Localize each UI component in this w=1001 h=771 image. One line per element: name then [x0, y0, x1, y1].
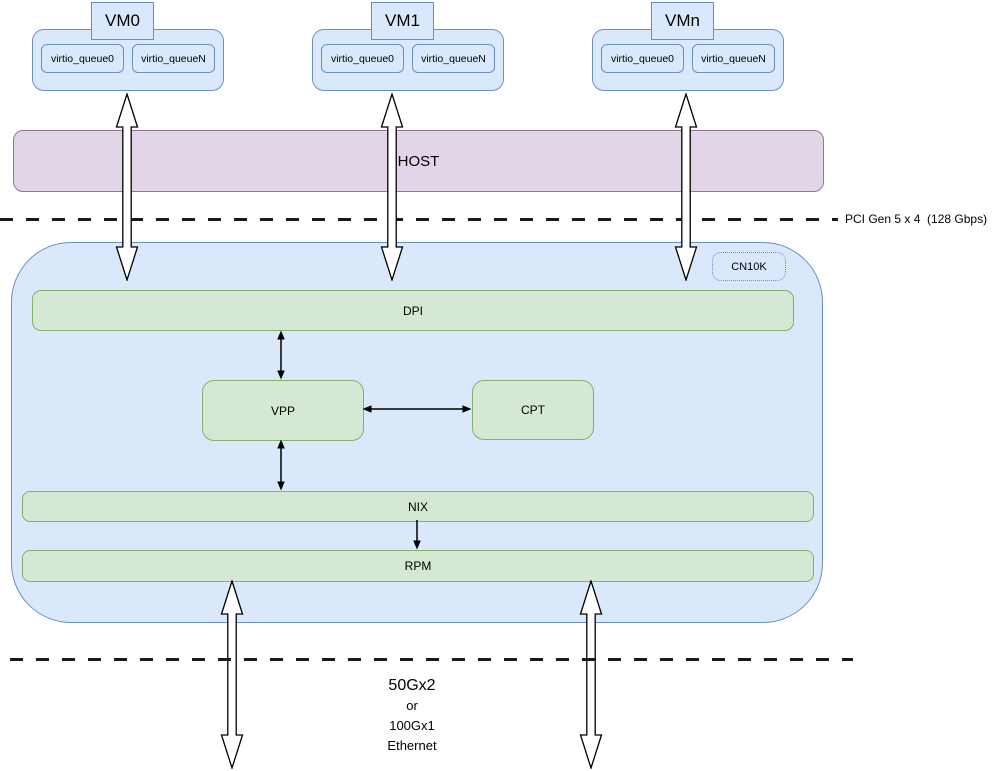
vpp-cpt-double-arrow: [362, 405, 472, 413]
vm0-chip-hollow-arrow: [115, 93, 139, 281]
vpp-block: VPP: [202, 380, 364, 441]
vmn-virtio-queue0-box: virtio_queue0: [601, 44, 684, 73]
cpt-block: CPT: [472, 380, 594, 440]
dpi-block: DPI: [32, 290, 794, 331]
nix-block: NIX: [22, 491, 814, 522]
vm-group-vmn: VMn virtio_queue0 virtio_queueN: [592, 2, 784, 91]
ethernet-caption-line4: Ethernet: [387, 738, 437, 753]
vm0-title: VM0: [91, 2, 154, 40]
pci-divider-line: [0, 218, 838, 221]
rpm-block: RPM: [22, 550, 814, 582]
vpp-nix-double-arrow: [277, 439, 285, 491]
vmn-virtio-queueN-box: virtio_queueN: [692, 44, 775, 73]
cn10k-chip-tag: CN10K: [712, 252, 786, 281]
ethernet-divider-line: [10, 658, 853, 661]
vm0-virtio-queueN-box: virtio_queueN: [132, 44, 215, 73]
vmn-title: VMn: [651, 2, 714, 40]
vm1-chip-hollow-arrow: [380, 93, 404, 281]
ethernet-caption-line1: 50Gx2: [388, 677, 436, 694]
vm1-virtio-queue0-box: virtio_queue0: [321, 44, 404, 73]
ethernet-caption-line3: 100Gx1: [389, 718, 435, 733]
nix-rpm-arrow: [413, 520, 421, 550]
vm1-title: VM1: [371, 2, 434, 40]
ethernet-caption: 50Gx2 or 100Gx1 Ethernet: [312, 675, 512, 756]
rpm-ethernet-right-hollow-arrow: [579, 580, 603, 769]
vm1-virtio-queueN-box: virtio_queueN: [412, 44, 495, 73]
dpi-vpp-double-arrow: [277, 330, 285, 380]
rpm-ethernet-left-hollow-arrow: [220, 580, 244, 769]
vm-group-vm1: VM1 virtio_queue0 virtio_queueN: [312, 2, 504, 91]
pci-divider-label: PCI Gen 5 x 4 (128 Gbps): [845, 212, 988, 226]
vm-group-vm0: VM0 virtio_queue0 virtio_queueN: [32, 2, 224, 91]
vm0-virtio-queue0-box: virtio_queue0: [41, 44, 124, 73]
ethernet-caption-line2: or: [406, 698, 418, 713]
vmn-chip-hollow-arrow: [674, 93, 698, 281]
